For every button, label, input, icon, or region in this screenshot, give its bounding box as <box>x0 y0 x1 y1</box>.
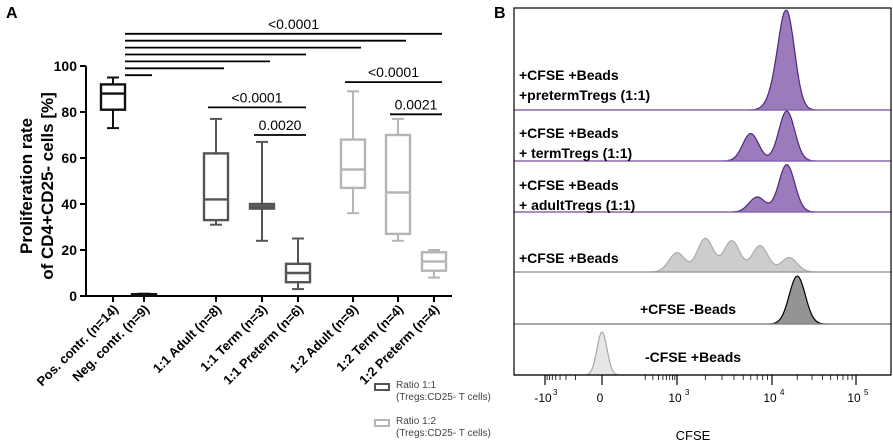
row-label: +CFSE +Beads <box>519 125 619 141</box>
y-tick-label: 20 <box>61 242 77 258</box>
cfse-tick-exponent: 4 <box>780 388 785 397</box>
y-tick-label: 80 <box>61 104 77 120</box>
box-group <box>420 249 448 279</box>
box-group <box>130 292 158 297</box>
box-iqr <box>202 152 230 222</box>
cfse-tick-exponent: 3 <box>685 388 690 397</box>
box-iqr <box>339 138 367 190</box>
y-axis-label-line-2: of CD4+CD25- cells [%] <box>38 92 57 280</box>
cfse-tick-exponent: 5 <box>864 388 869 397</box>
box-group <box>384 117 412 242</box>
legend-swatch <box>374 383 390 391</box>
p-value-label: <0.0001 <box>232 89 283 105</box>
panel-b: B +CFSE +Beads+pretermTregs (1:1)+CFSE +… <box>494 5 892 443</box>
x-axis: Pos. contr. (n=14)Neg. contr. (n=9)1:1 A… <box>34 295 452 389</box>
box-group <box>99 76 127 130</box>
significance-brackets: <0.0001 <0.0001 0.0020 <0.0001 0.0021 <box>125 16 442 136</box>
box-iqr <box>99 83 127 111</box>
y-axis-label: Proliferation rate of CD4+CD25- cells [%… <box>17 92 57 280</box>
row-label: + termTregs (1:1) <box>519 145 632 161</box>
histogram-row: +CFSE +Beads + adultTregs (1:1) <box>514 163 891 213</box>
box-series <box>99 76 448 297</box>
p-value-label: 0.0020 <box>259 117 302 133</box>
row-label: +CFSE +Beads <box>519 177 619 193</box>
y-tick-label: 60 <box>61 150 77 166</box>
row-label: +CFSE +Beads <box>519 67 619 83</box>
p-value-label: <0.0001 <box>268 16 319 32</box>
y-tick-label: 100 <box>54 58 78 74</box>
row-label: +pretermTregs (1:1) <box>519 87 650 103</box>
box-group <box>202 117 230 226</box>
histogram-row: +CFSE +Beads <box>514 237 891 273</box>
cfse-tick-base: 10 <box>668 391 682 405</box>
cfse-tick-base: 10 <box>847 391 861 405</box>
histogram-row: -CFSE +Beads <box>514 331 891 376</box>
panel-b-label: B <box>494 5 506 22</box>
histogram-stack: +CFSE +Beads+pretermTregs (1:1)+CFSE +Be… <box>514 9 891 376</box>
cfse-tick-base: -10 <box>534 391 552 405</box>
legend-label: Ratio 1:2 <box>396 416 436 427</box>
box-group <box>339 90 367 215</box>
box-iqr <box>384 133 412 236</box>
histogram-frame <box>513 7 892 376</box>
y-axis: 0 20 40 60 80 100 <box>54 58 87 304</box>
box-group <box>284 237 312 291</box>
y-tick-label: 40 <box>61 196 77 212</box>
panel-a: A Proliferation rate of CD4+CD25- cells … <box>6 5 491 439</box>
cfse-axis-label: CFSE <box>676 428 711 443</box>
legend-sublabel: (Tregs:CD25- T cells) <box>396 392 491 403</box>
box-group <box>248 140 276 242</box>
legend: Ratio 1:1(Tregs:CD25- T cells)Ratio 1:2(… <box>374 380 491 439</box>
cfse-tick-exponent: 3 <box>553 388 558 397</box>
legend-sublabel: (Tregs:CD25- T cells) <box>396 428 491 439</box>
cfse-tick-base: 10 <box>763 391 777 405</box>
y-tick-label: 0 <box>69 288 77 304</box>
p-value-label: <0.0001 <box>368 64 419 80</box>
histogram-row: +CFSE +Beads + termTregs (1:1) <box>514 110 891 162</box>
y-axis-label-line-1: Proliferation rate <box>17 118 36 254</box>
p-value-label: 0.0021 <box>395 96 438 112</box>
row-label: +CFSE +Beads <box>519 250 619 266</box>
row-label: -CFSE +Beads <box>645 349 741 365</box>
legend-label: Ratio 1:1 <box>396 380 436 391</box>
cfse-tick-label: 0 <box>597 391 604 405</box>
panel-a-label: A <box>6 5 18 22</box>
row-label: + adultTregs (1:1) <box>519 197 635 213</box>
histogram-row: +CFSE -Beads <box>514 275 891 325</box>
legend-swatch <box>374 419 390 427</box>
histogram-row: +CFSE +Beads +pretermTregs (1:1) <box>514 9 891 111</box>
row-label: +CFSE -Beads <box>640 301 736 317</box>
cfse-tick-base: 0 <box>597 391 604 405</box>
